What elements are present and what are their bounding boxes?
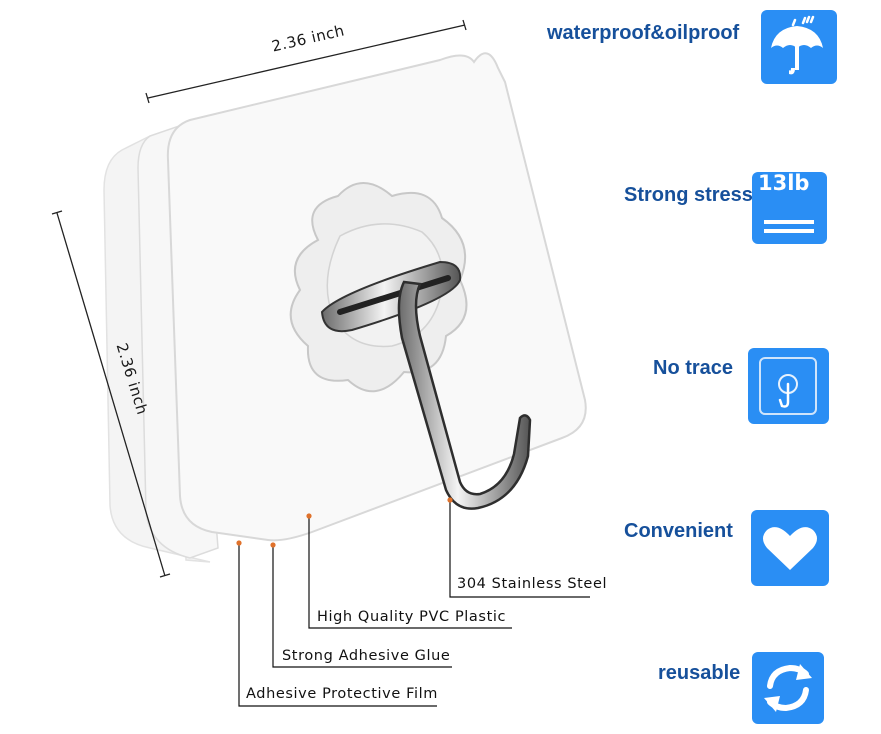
feature-label-reusable: reusable bbox=[658, 662, 741, 684]
callout-dots bbox=[236, 497, 453, 548]
weight-13lb-icon: 13lb bbox=[752, 172, 827, 244]
dimension-lines bbox=[51, 19, 467, 578]
umbrella-rain-icon bbox=[761, 10, 837, 84]
feature-label-convenient: Convenient bbox=[624, 520, 733, 542]
feature-label-no-trace: No trace bbox=[653, 357, 734, 379]
feature-label-strong-stress: Strong stress bbox=[624, 184, 753, 206]
callout-adhesive-glue: Strong Adhesive Glue bbox=[282, 648, 451, 664]
refresh-arrows-icon bbox=[752, 652, 824, 724]
weight-value-text: 13lb bbox=[758, 171, 810, 195]
callout-stainless-steel: 304 Stainless Steel bbox=[457, 576, 608, 592]
callout-protective-film: Adhesive Protective Film bbox=[246, 686, 438, 702]
feature-label-waterproof: waterproof&oilproof bbox=[547, 22, 740, 44]
callout-pvc-plastic: High Quality PVC Plastic bbox=[317, 609, 507, 625]
hook-frame-icon bbox=[748, 348, 829, 424]
callout-leaders bbox=[238, 500, 590, 707]
heart-icon bbox=[751, 510, 829, 586]
steel-hook bbox=[397, 280, 532, 510]
